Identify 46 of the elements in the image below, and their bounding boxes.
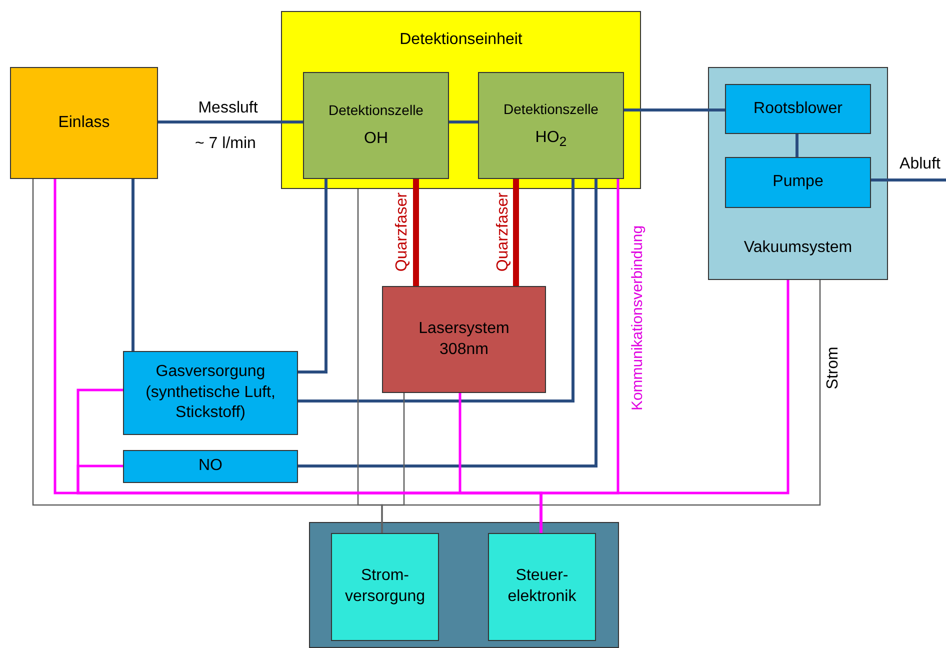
box-label: Detektionseinheit: [400, 30, 522, 50]
unit-panel: [281, 11, 641, 189]
fiber-line: [513, 179, 519, 286]
fiber-line: [413, 179, 419, 286]
connector-line: [624, 108, 725, 112]
cell-box: [303, 72, 449, 179]
box-label: Lasersystem 308nm: [418, 318, 510, 360]
connector-line: [449, 120, 478, 124]
electronics-panel: [309, 522, 619, 648]
box-label: Gasversorgung (synthetische Luft, Stickstoff): [144, 362, 276, 424]
power-supply-box: [331, 533, 439, 641]
box-label: Pumpe: [772, 172, 824, 192]
connector-line: [796, 134, 798, 157]
blower-box: [725, 84, 871, 134]
edge-label: Abluft: [900, 154, 940, 174]
control-box: [488, 533, 596, 641]
flow-rate-label: ~ 7 l/min: [195, 134, 256, 154]
cell-title: Detektionszelle: [504, 100, 598, 118]
no-supply-box: [123, 450, 298, 483]
connector-line: [298, 179, 328, 374]
box-label: Steuer- elektronik: [506, 566, 578, 607]
cell-box: [478, 72, 624, 179]
connector-line: [132, 179, 134, 351]
gas-supply-box: [123, 351, 298, 435]
edge-label: Kommunikationsverbindung: [629, 225, 647, 411]
edge-label: Messluft: [198, 98, 258, 118]
laser-box: [382, 286, 546, 393]
box-label: Strom- versorgung: [345, 566, 425, 607]
edge-label: Strom: [823, 346, 842, 390]
vacuum-panel: [708, 67, 888, 280]
cell-species: OH: [364, 129, 388, 150]
connector-line: [381, 280, 821, 533]
edge-label: Quarzfaser: [493, 192, 512, 272]
connector-line: [298, 179, 574, 402]
connector-line: [871, 178, 946, 182]
cell-title: Detektionszelle: [328, 101, 424, 120]
box-label: Rootsblower: [754, 98, 842, 119]
connector-line: [158, 120, 303, 124]
cell-species: HO$_{2}$: [535, 128, 567, 151]
connector-line: [298, 179, 598, 468]
pump-box: [725, 157, 871, 208]
edge-label: Quarzfaser: [392, 192, 412, 272]
inlet-box: [10, 67, 158, 179]
box-label: Einlass: [58, 112, 110, 133]
box-label: NO: [198, 456, 222, 476]
box-label: Vakuumsystem: [744, 238, 852, 258]
